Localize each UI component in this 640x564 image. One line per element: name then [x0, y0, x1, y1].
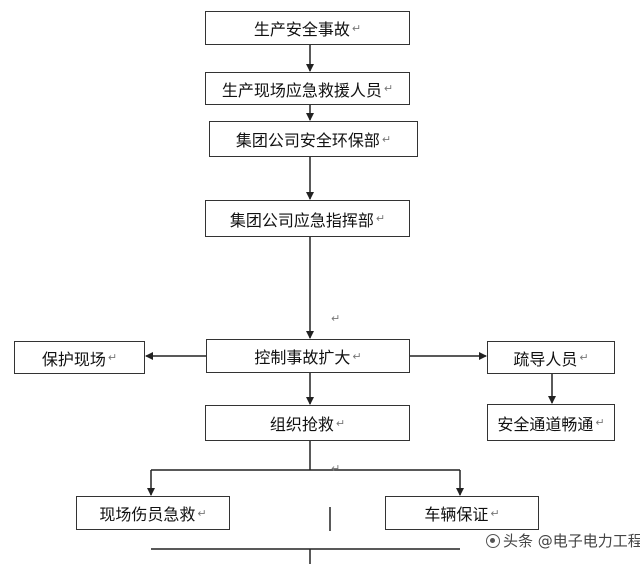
node-safe-passage: 安全通道畅通↵: [487, 404, 615, 441]
node-vehicle-label: 车辆保证: [424, 505, 489, 524]
node-organize-rescue-label: 组织抢救: [269, 415, 334, 434]
paragraph-mark: ↵: [375, 212, 386, 225]
node-protect-scene-label: 保护现场: [41, 349, 106, 369]
paragraph-mark: ↵: [595, 416, 605, 429]
node-evacuate-label: 疏导人员: [513, 349, 578, 369]
paragraph-mark: ↵: [352, 349, 362, 363]
node-injured-rescue-label: 现场伤员急救: [99, 505, 196, 524]
paragraph-mark: ↵: [107, 351, 118, 364]
paragraph-mark: ↵: [197, 506, 207, 520]
node-injured-rescue: 现场伤员急救↵: [76, 496, 230, 530]
node-env-dept-label: 集团公司安全环保部: [235, 131, 380, 150]
paragraph-mark: ↵: [335, 416, 346, 430]
node-accident: 生产安全事故↵: [205, 11, 410, 45]
toutiao-logo-icon: [486, 533, 500, 548]
node-organize-rescue: 组织抢救↵: [205, 405, 410, 441]
node-safe-passage-label: 安全通道畅通: [497, 414, 594, 434]
node-onsite-rescue-label: 生产现场应急救援人员: [221, 80, 382, 100]
paragraph-mark: ↵: [331, 462, 341, 475]
paragraph-mark: ↵: [490, 506, 500, 520]
node-vehicle: 车辆保证↵: [385, 496, 539, 530]
paragraph-mark: ↵: [331, 312, 341, 325]
node-control-expand-label: 控制事故扩大: [254, 348, 351, 367]
paragraph-mark: ↵: [383, 82, 394, 95]
watermark: 头条 @电子电力工程: [486, 530, 640, 551]
node-accident-label: 生产安全事故: [253, 20, 350, 39]
node-env-dept: 集团公司安全环保部↵: [209, 121, 418, 157]
paragraph-mark: ↵: [381, 132, 392, 146]
watermark-text: 头条 @电子电力工程: [503, 532, 640, 550]
node-protect-scene: 保护现场↵: [14, 341, 145, 374]
node-control-expand: 控制事故扩大↵: [206, 339, 410, 373]
node-onsite-rescue: 生产现场应急救援人员↵: [205, 72, 410, 105]
node-command-dept-label: 集团公司应急指挥部: [229, 210, 374, 230]
paragraph-mark: ↵: [579, 351, 589, 364]
node-command-dept: 集团公司应急指挥部↵: [205, 200, 410, 237]
node-evacuate: 疏导人员↵: [487, 341, 615, 374]
paragraph-mark: ↵: [351, 21, 362, 35]
